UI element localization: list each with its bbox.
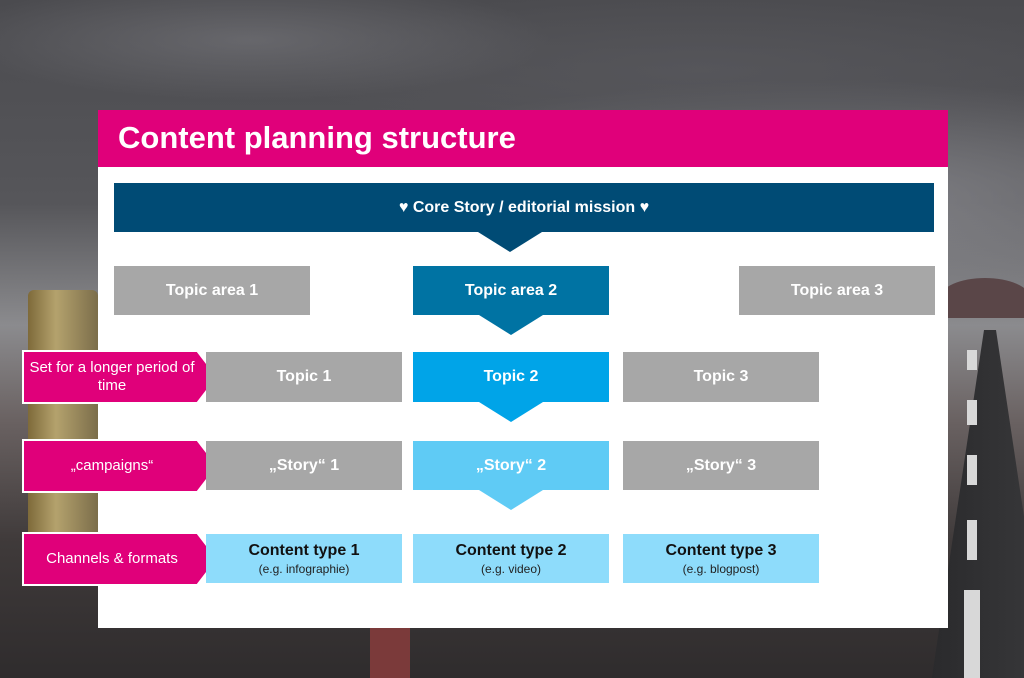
arrow-down-icon — [479, 402, 543, 422]
row-label-text: Set for a longer period of time — [29, 359, 195, 394]
core-story-box: ♥ Core Story / editorial mission ♥ — [114, 183, 934, 232]
row-label-channels-formats: Channels & formats — [24, 534, 216, 584]
topic-1: Topic 1 — [206, 352, 402, 402]
topic-label: Topic 1 — [276, 368, 332, 385]
story-3: „Story“ 3 — [623, 441, 819, 490]
row-label-campaigns: „campaigns“ — [24, 441, 216, 491]
topic-area-1: Topic area 1 — [114, 266, 310, 315]
topic-area-label: Topic area 1 — [165, 281, 259, 299]
arrow-down-icon — [478, 232, 542, 252]
topic-area-2: Topic area 2 — [413, 266, 609, 315]
topic-area-label: Topic area 2 — [464, 281, 558, 299]
arrow-down-icon — [479, 315, 543, 335]
content-type-2: Content type 2 (e.g. video) — [413, 534, 609, 583]
topic-area-3: Topic area 3 — [739, 266, 935, 315]
content-type-example: (e.g. infographie) — [258, 561, 350, 576]
topic-3: Topic 3 — [623, 352, 819, 402]
story-label: „Story“ 1 — [268, 456, 340, 474]
hill — [940, 278, 1024, 318]
row-label-text: „campaigns“ — [70, 457, 154, 474]
lane-marking — [967, 400, 977, 425]
content-type-label: Content type 3 — [665, 541, 777, 559]
lane-marking — [967, 520, 977, 560]
topic-label: Topic 3 — [693, 368, 749, 385]
content-type-3: Content type 3 (e.g. blogpost) — [623, 534, 819, 583]
story-label: „Story“ 2 — [475, 456, 547, 474]
signpost — [28, 290, 98, 550]
title-bar: Content planning structure — [98, 110, 948, 167]
topic-label: Topic 2 — [483, 368, 539, 385]
content-type-example: (e.g. blogpost) — [682, 561, 760, 576]
lane-marking — [967, 350, 977, 370]
signpost — [370, 628, 410, 678]
content-type-label: Content type 1 — [248, 541, 360, 559]
row-label-long-period: Set for a longer period of time — [24, 352, 216, 402]
lane-marking — [967, 455, 977, 485]
content-type-1: Content type 1 (e.g. infographie) — [206, 534, 402, 583]
story-label: „Story“ 3 — [685, 456, 757, 474]
story-1: „Story“ 1 — [206, 441, 402, 490]
topic-area-label: Topic area 3 — [790, 281, 884, 299]
slide: Content planning structure ♥ Core Story … — [22, 110, 948, 628]
core-story-label: ♥ Core Story / editorial mission ♥ — [398, 198, 650, 216]
topic-2: Topic 2 — [413, 352, 609, 402]
lane-marking — [964, 590, 980, 678]
slide-title: Content planning structure — [118, 120, 516, 155]
arrow-down-icon — [479, 490, 543, 510]
content-type-example: (e.g. video) — [480, 561, 542, 576]
content-type-label: Content type 2 — [455, 541, 567, 559]
story-2: „Story“ 2 — [413, 441, 609, 490]
row-label-text: Channels & formats — [46, 550, 178, 567]
